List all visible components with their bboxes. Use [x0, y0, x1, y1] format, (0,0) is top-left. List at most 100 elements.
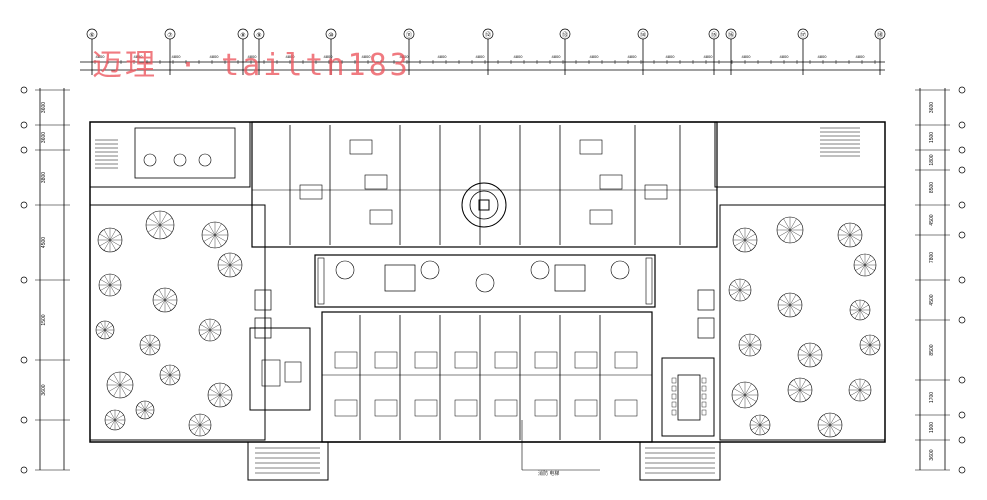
tree-branch [119, 378, 132, 386]
bed-block [374, 399, 398, 417]
left-dim-label: 3800 [41, 172, 47, 183]
sofa [261, 359, 281, 387]
tree-branch [744, 383, 752, 396]
tree-branch [169, 374, 176, 384]
tree-branch [144, 409, 153, 415]
tree-branch [164, 289, 172, 301]
tree-branch [208, 223, 216, 236]
tree-branch [854, 301, 861, 311]
tree-branch [161, 369, 171, 376]
dim-label: 4800 [628, 54, 638, 59]
north-suites-block [251, 121, 718, 248]
tree-branch [199, 419, 210, 426]
tree-branch [751, 424, 761, 431]
tree-branch [739, 280, 746, 291]
furniture-block [369, 209, 393, 225]
axis-label: ⑮ [711, 31, 717, 39]
tree-branch [141, 344, 151, 351]
tree-branch [103, 239, 111, 251]
axis-bubble [958, 316, 966, 324]
tree-branch [223, 264, 231, 276]
tree-branch [113, 373, 121, 386]
chair [701, 401, 707, 408]
tree-branch [158, 299, 166, 311]
tree-branch [219, 394, 227, 406]
tree-branch [147, 224, 161, 233]
tree-branch [861, 344, 871, 351]
axis-label: ⑰ [800, 31, 806, 39]
tree-branch [789, 229, 797, 242]
tree-branch [199, 424, 210, 431]
tree-branch [869, 344, 879, 351]
meeting-room [661, 357, 715, 437]
tree-branch [739, 289, 750, 296]
dim-label: 4800 [286, 54, 296, 59]
tree-branch [819, 424, 831, 432]
chair [671, 377, 677, 384]
tree-branch [229, 264, 241, 272]
elevator-shaft [254, 289, 272, 311]
tree-branch [799, 354, 811, 362]
dim-label: 4800 [780, 54, 790, 59]
tree-branch [789, 383, 801, 391]
tree-branch [864, 264, 875, 271]
elevator-shaft [254, 317, 272, 339]
dim-label: 4800 [514, 54, 524, 59]
tree-branch [200, 324, 211, 331]
tree-branch [789, 223, 802, 231]
tree-branch [783, 218, 791, 231]
tree-branch [854, 380, 861, 391]
tree-branch [100, 284, 111, 291]
tree-branch [739, 289, 746, 300]
tree-branch [859, 389, 870, 396]
tree-branch [749, 344, 756, 355]
west-lobby-room [249, 327, 311, 411]
axis-bubble [958, 201, 966, 209]
tree-branch [152, 224, 161, 238]
tree-branch [859, 309, 866, 319]
axis-label: ⑦ [167, 32, 172, 39]
tree-branch [164, 293, 176, 301]
tree-branch [219, 258, 231, 266]
planter-circle [335, 260, 355, 280]
tree-branch [144, 336, 151, 346]
tree-branch [194, 415, 201, 426]
central-corridor [314, 254, 656, 308]
building-outline [89, 121, 886, 443]
tree-branch [164, 374, 171, 384]
table [284, 361, 302, 383]
tree-branch [229, 254, 237, 266]
tree-branch [855, 264, 866, 271]
planter-circle [530, 260, 550, 280]
tree-branch [159, 217, 173, 226]
planter-circle [475, 273, 495, 293]
tree-branch [190, 419, 201, 426]
tree-branch [829, 418, 841, 426]
furniture-block [364, 174, 388, 190]
tree-branch [213, 384, 221, 396]
tree-branch [199, 424, 206, 435]
furniture-block [644, 184, 668, 200]
axis-label: ⑧ [240, 32, 245, 39]
chair [671, 385, 677, 392]
tree-branch [744, 344, 751, 355]
tree-branch [149, 344, 156, 354]
tree-branch [99, 233, 111, 241]
tree-branch [799, 383, 811, 391]
tree-branch [789, 294, 797, 306]
tree-branch [114, 414, 124, 421]
bed-block [454, 351, 478, 369]
dim-label: 4800 [438, 54, 448, 59]
tree-branch [108, 378, 121, 386]
dim-label: 4800 [476, 54, 486, 59]
tree-branch [214, 223, 222, 236]
dim-label: 4800 [362, 54, 372, 59]
tree-branch [213, 394, 221, 406]
tree-branch [730, 289, 741, 296]
tree-branch [97, 329, 106, 335]
tree-branch [154, 299, 166, 307]
tree-branch [161, 374, 171, 381]
lounge-seating [384, 264, 416, 292]
tree-branch [104, 325, 113, 331]
